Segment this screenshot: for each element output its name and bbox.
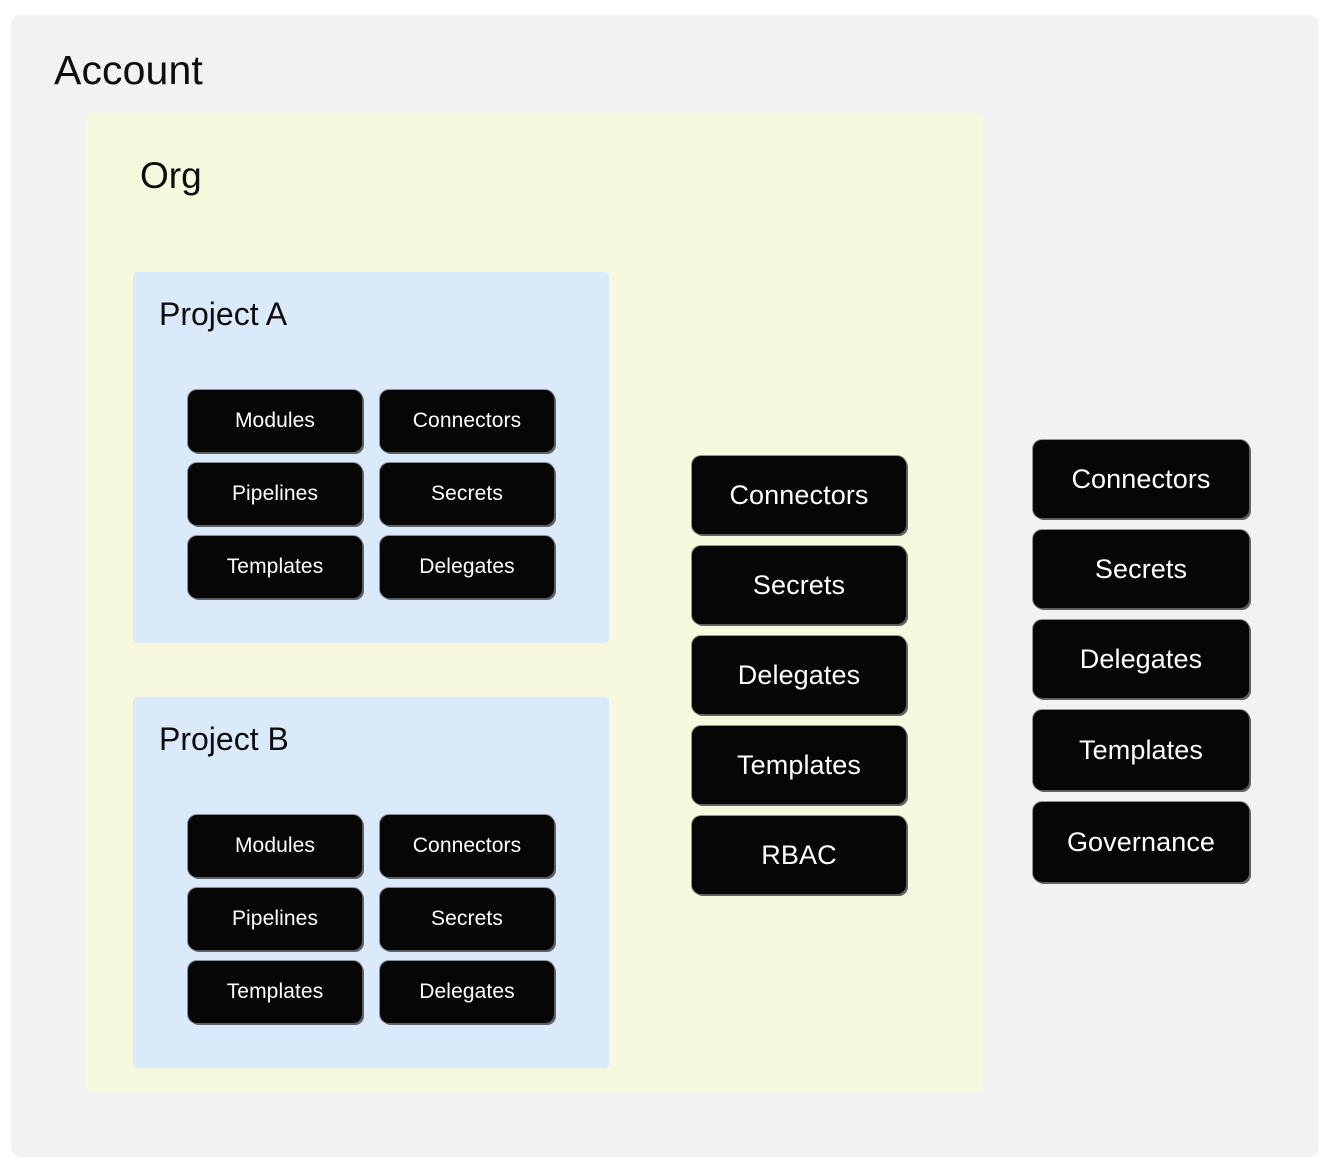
org-chip-connectors[interactable]: Connectors bbox=[692, 456, 906, 534]
project-b-chip-pipelines[interactable]: Pipelines bbox=[188, 888, 362, 950]
org-resource-column: Connectors Secrets Delegates Templates R… bbox=[692, 456, 906, 894]
account-chip-delegates[interactable]: Delegates bbox=[1033, 620, 1249, 698]
account-chip-governance[interactable]: Governance bbox=[1033, 802, 1249, 882]
project-a-chip-templates[interactable]: Templates bbox=[188, 536, 362, 598]
org-chip-rbac[interactable]: RBAC bbox=[692, 816, 906, 894]
org-chip-templates[interactable]: Templates bbox=[692, 726, 906, 804]
project-a-chip-delegates[interactable]: Delegates bbox=[380, 536, 554, 598]
project-a-title: Project A bbox=[159, 296, 288, 332]
project-b-container: Project B Modules Connectors Pipelines S… bbox=[133, 697, 609, 1068]
project-a-resource-grid: Modules Connectors Pipelines Secrets Tem… bbox=[188, 390, 554, 598]
project-b-title: Project B bbox=[159, 721, 289, 757]
org-chip-secrets[interactable]: Secrets bbox=[692, 546, 906, 624]
org-title: Org bbox=[140, 155, 202, 196]
account-chip-secrets[interactable]: Secrets bbox=[1033, 530, 1249, 608]
account-title: Account bbox=[54, 47, 203, 93]
account-resource-column: Connectors Secrets Delegates Templates G… bbox=[1033, 440, 1249, 882]
account-chip-connectors[interactable]: Connectors bbox=[1033, 440, 1249, 518]
project-b-chip-secrets[interactable]: Secrets bbox=[380, 888, 554, 950]
account-container: Account Org Project A Modules Connectors… bbox=[11, 15, 1319, 1157]
project-a-container: Project A Modules Connectors Pipelines S… bbox=[133, 272, 609, 643]
org-chip-delegates[interactable]: Delegates bbox=[692, 636, 906, 714]
org-container: Org Project A Modules Connectors Pipelin… bbox=[85, 113, 983, 1092]
project-b-chip-modules[interactable]: Modules bbox=[188, 815, 362, 877]
project-b-chip-connectors[interactable]: Connectors bbox=[380, 815, 554, 877]
project-b-chip-templates[interactable]: Templates bbox=[188, 961, 362, 1023]
account-chip-templates[interactable]: Templates bbox=[1033, 710, 1249, 790]
project-a-chip-pipelines[interactable]: Pipelines bbox=[188, 463, 362, 525]
project-a-chip-connectors[interactable]: Connectors bbox=[380, 390, 554, 452]
project-a-chip-secrets[interactable]: Secrets bbox=[380, 463, 554, 525]
project-b-chip-delegates[interactable]: Delegates bbox=[380, 961, 554, 1023]
project-a-chip-modules[interactable]: Modules bbox=[188, 390, 362, 452]
project-b-resource-grid: Modules Connectors Pipelines Secrets Tem… bbox=[188, 815, 554, 1023]
